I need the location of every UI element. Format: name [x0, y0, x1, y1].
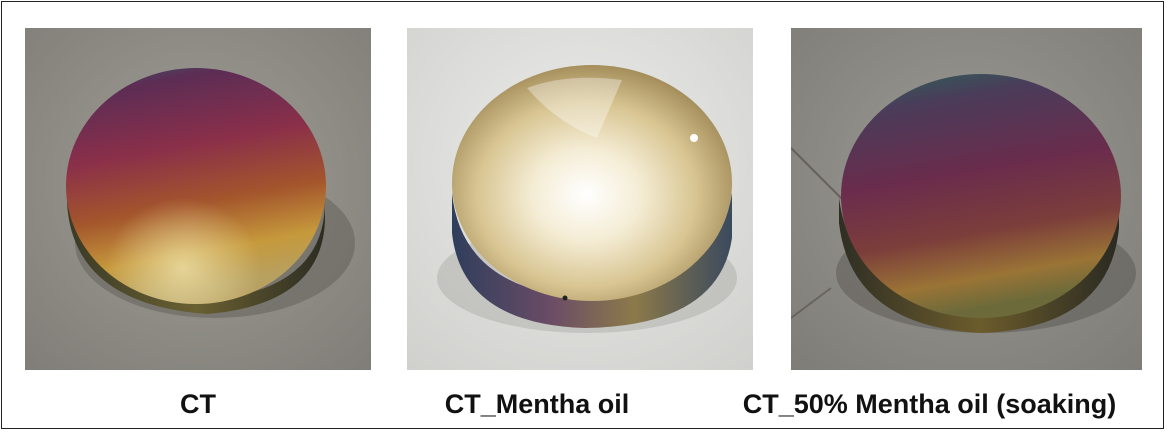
mentha-disc-highlight: [690, 134, 698, 142]
photo-ct-disc: [25, 28, 371, 370]
mentha-disc-spot: [562, 295, 568, 301]
soak-disc-top-surface: [841, 74, 1121, 318]
mentha-disc-edge: [452, 193, 732, 328]
soak-disc-photo-drawing: [791, 28, 1142, 370]
caption-ct-50-mentha-oil-soaking: CT_50% Mentha oil (soaking): [742, 389, 1117, 419]
caption-ct: CT: [180, 389, 216, 419]
ct-disc-photo-drawing: [25, 28, 371, 370]
soak-background-scratch-2: [791, 287, 832, 319]
mentha-disc-photo-drawing: [407, 28, 753, 370]
mentha-disc-glare: [527, 77, 622, 138]
caption-ct-mentha-oil: CT_Mentha oil: [444, 389, 630, 419]
mentha-disc-top-surface: [452, 65, 732, 301]
photo-ct-mentha-oil-disc: [407, 28, 753, 370]
photo-ct-50-mentha-oil-soaking-disc: [791, 28, 1142, 370]
ct-disc-reflection: [66, 68, 326, 304]
